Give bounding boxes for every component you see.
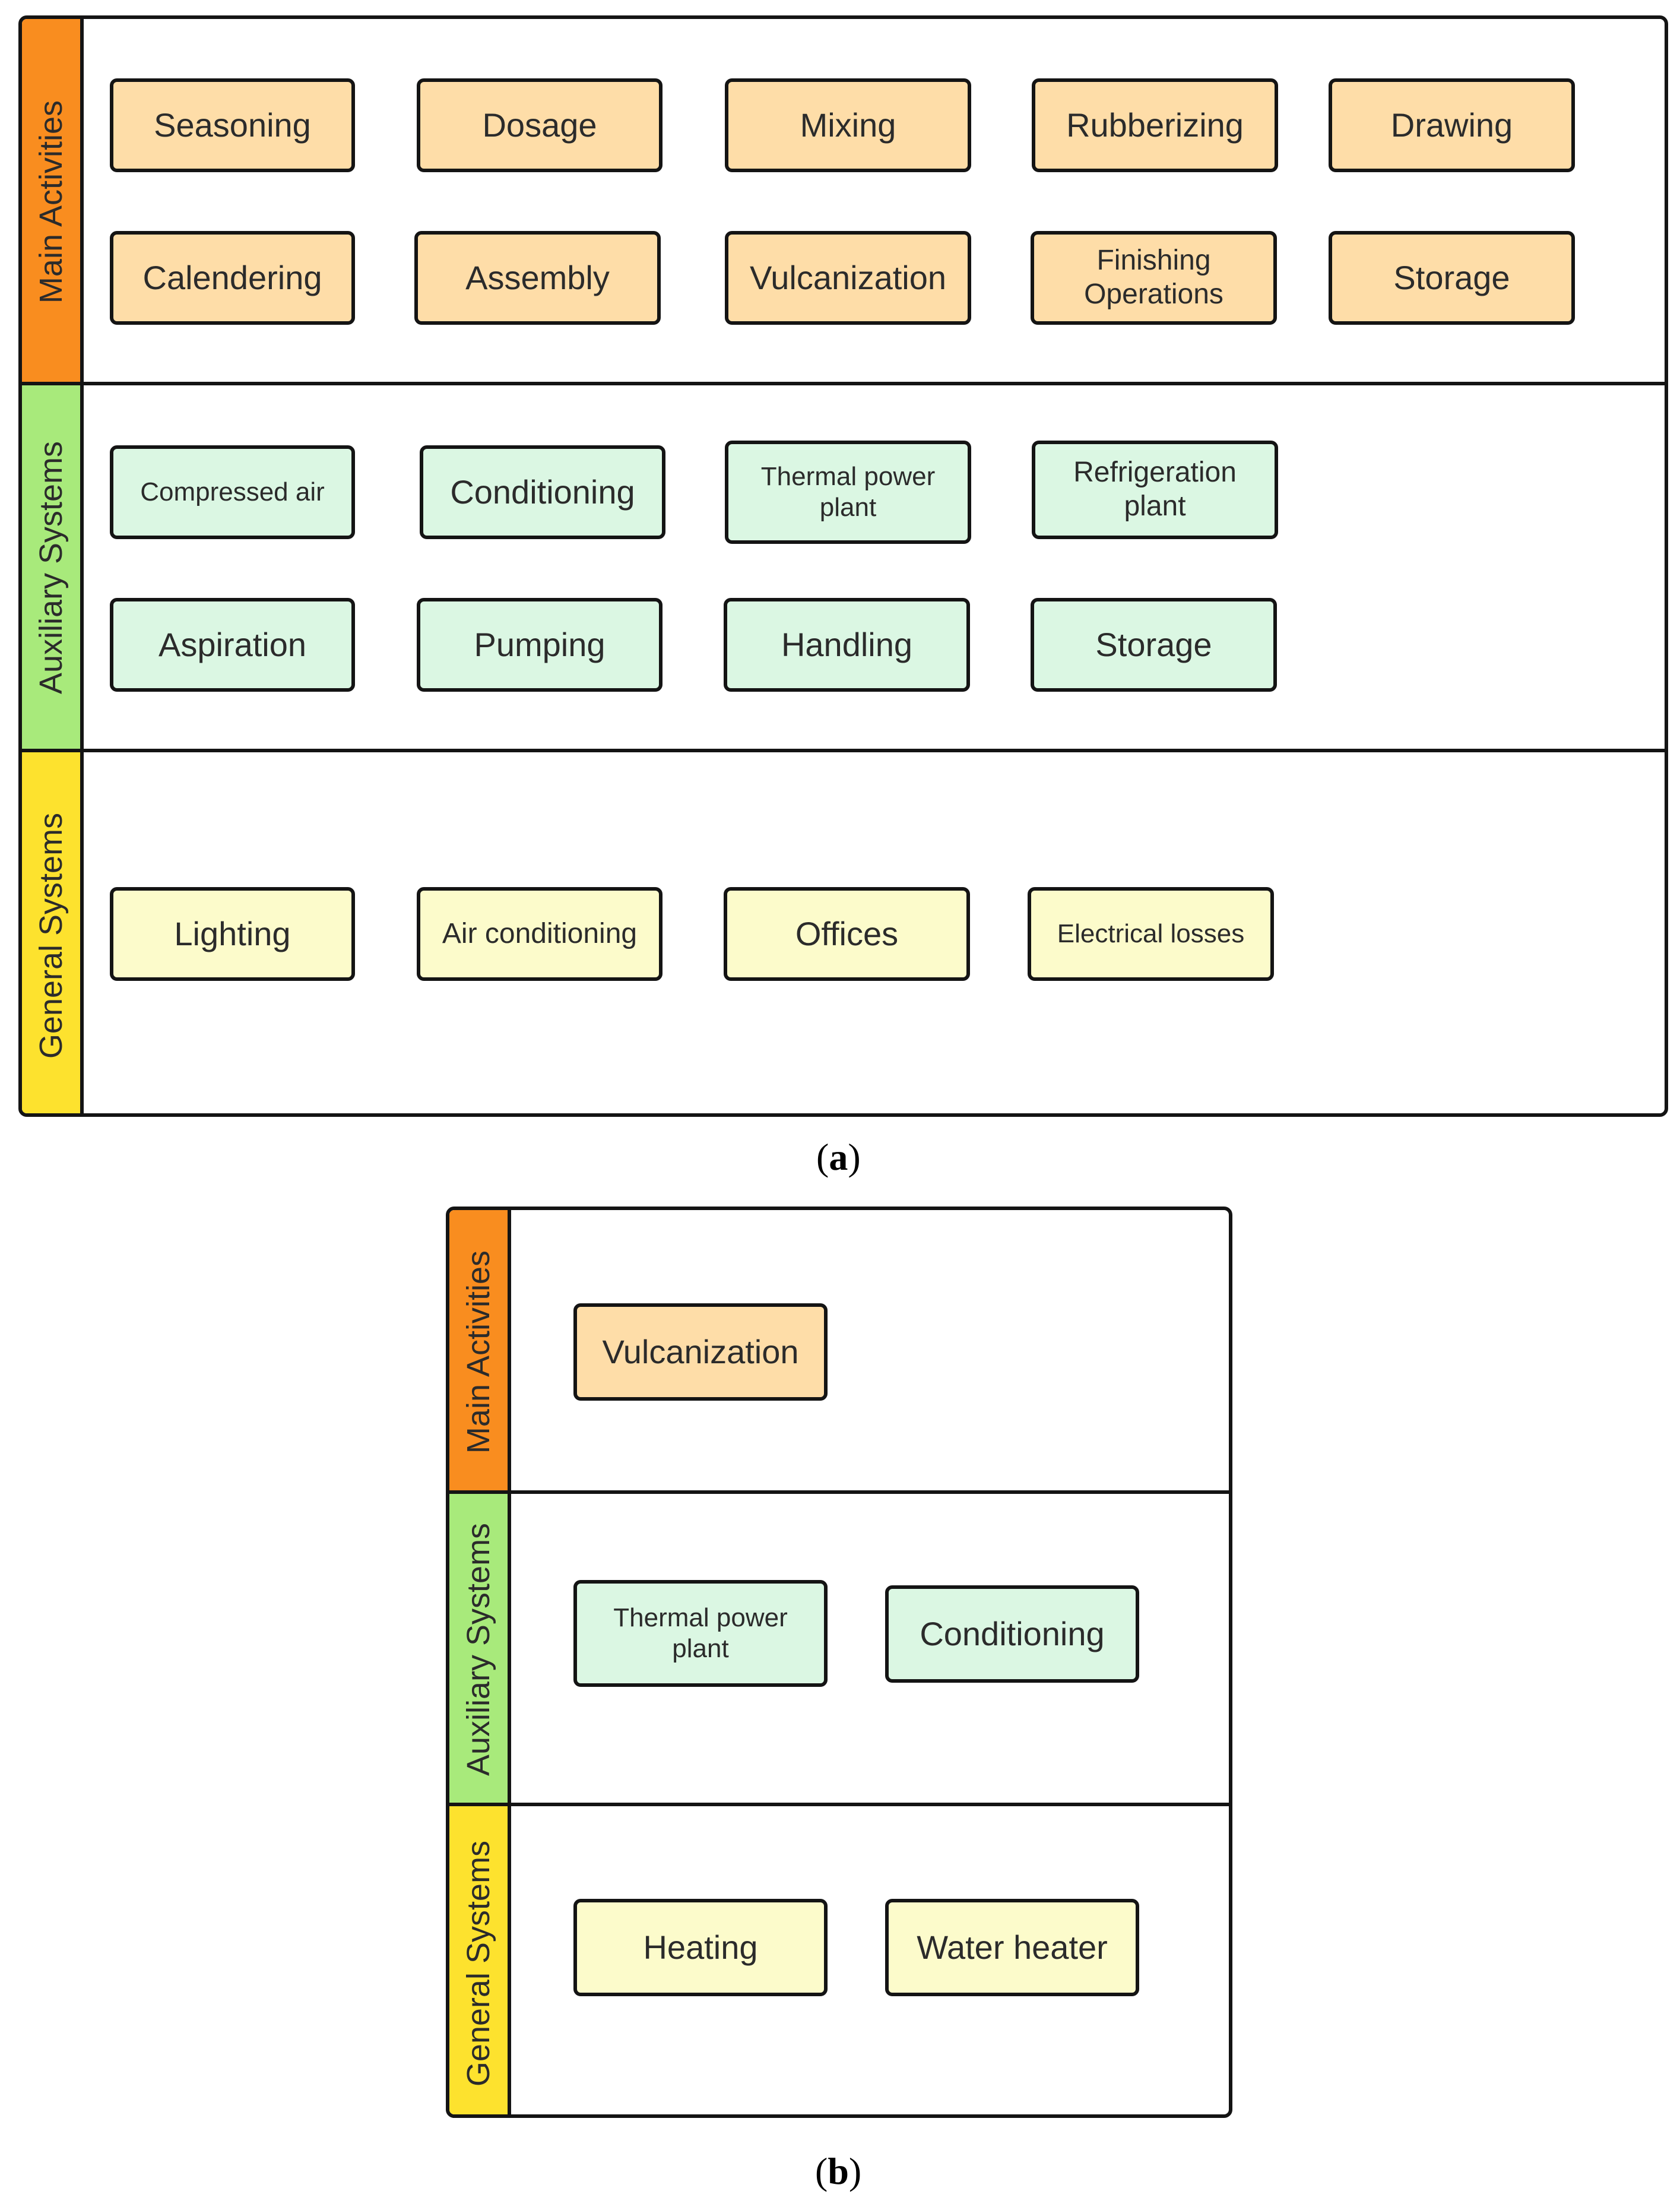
box-electrical-losses: Electrical losses — [1028, 887, 1274, 981]
box-storage: Storage — [1329, 231, 1575, 325]
box-handling: Handling — [724, 598, 970, 692]
box-lighting: Lighting — [110, 887, 355, 981]
box-assembly: Assembly — [414, 231, 661, 325]
box-mixing: Mixing — [725, 78, 971, 172]
section-divider — [449, 1490, 1229, 1494]
box-air-conditioning: Air conditioning — [417, 887, 663, 981]
strip-label-auxiliary-systems: Auxiliary Systems — [461, 1522, 496, 1777]
box-water-heater: Water heater — [885, 1899, 1139, 1996]
box-thermal-power-plant: Thermal power plant — [573, 1580, 828, 1687]
strip-auxiliary-systems: Auxiliary Systems — [449, 1493, 511, 1806]
box-vulcanization: Vulcanization — [725, 231, 971, 325]
box-pumping: Pumping — [417, 598, 663, 692]
box-drawing: Drawing — [1329, 78, 1575, 172]
strip-label-auxiliary-systems: Auxiliary Systems — [33, 441, 69, 695]
box-storage: Storage — [1031, 598, 1277, 692]
strip-label-general-systems: General Systems — [33, 812, 69, 1059]
strip-label-main-activities: Main Activities — [461, 1250, 496, 1454]
diagram-b: Main Activities Auxiliary Systems Genera… — [446, 1207, 1232, 2118]
box-calendering: Calendering — [110, 231, 355, 325]
strip-auxiliary-systems: Auxiliary Systems — [22, 385, 84, 751]
box-refrigeration-plant: Refrigeration plant — [1032, 441, 1278, 539]
strip-general-systems: General Systems — [22, 751, 84, 1113]
box-aspiration: Aspiration — [110, 598, 355, 692]
section-divider — [449, 1803, 1229, 1806]
strip-label-main-activities: Main Activities — [33, 100, 69, 304]
box-conditioning: Conditioning — [885, 1585, 1139, 1683]
strip-main-activities: Main Activities — [22, 19, 84, 385]
box-vulcanization: Vulcanization — [573, 1303, 828, 1401]
strip-main-activities: Main Activities — [449, 1210, 511, 1493]
box-finishing-operations: Finishing Operations — [1031, 231, 1277, 325]
box-conditioning: Conditioning — [420, 445, 665, 539]
box-rubberizing: Rubberizing — [1032, 78, 1278, 172]
box-compressed-air: Compressed air — [110, 445, 355, 539]
strip-general-systems: General Systems — [449, 1806, 511, 2114]
box-thermal-power-plant: Thermal power plant — [725, 441, 971, 544]
caption-b: (b) — [815, 2150, 862, 2192]
diagram-a: Main Activities Auxiliary Systems Genera… — [18, 15, 1668, 1117]
box-dosage: Dosage — [417, 78, 663, 172]
strip-label-general-systems: General Systems — [461, 1840, 496, 2087]
section-divider — [22, 382, 1665, 385]
box-seasoning: Seasoning — [110, 78, 355, 172]
box-offices: Offices — [724, 887, 970, 981]
box-heating: Heating — [573, 1899, 828, 1996]
section-divider — [22, 749, 1665, 752]
caption-a: (a) — [816, 1136, 861, 1178]
